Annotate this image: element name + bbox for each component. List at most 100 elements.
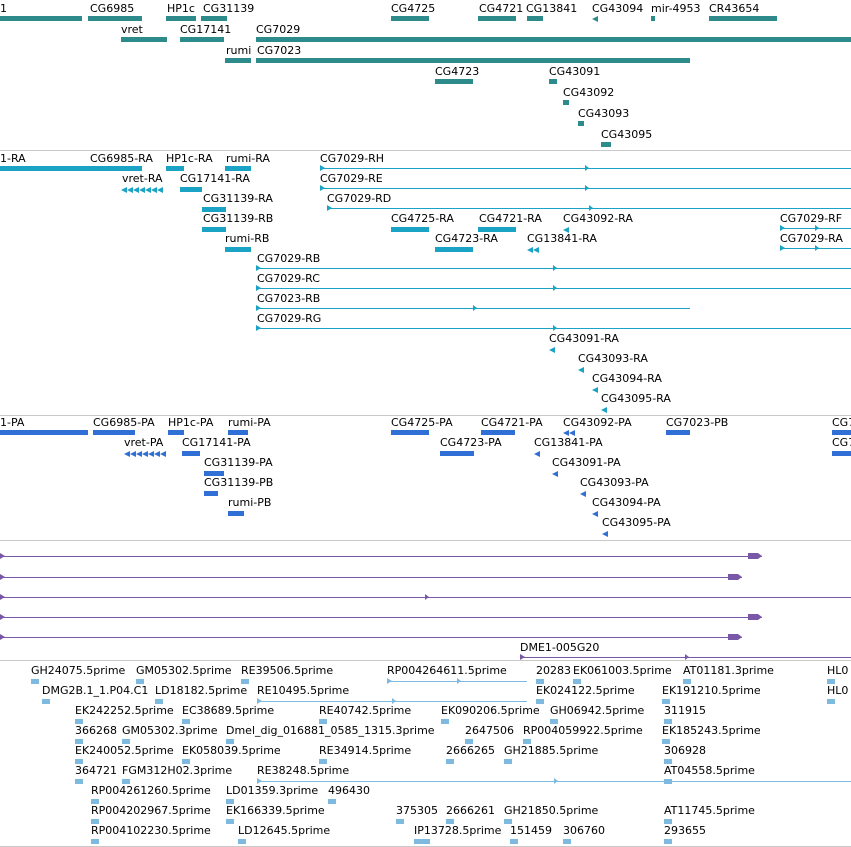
feature-label[interactable]: EK058039.5prime xyxy=(182,744,281,757)
feature-label[interactable]: CG31139-PA xyxy=(204,456,273,469)
feature-label[interactable]: CG13841-PA xyxy=(534,436,603,449)
feature-label[interactable]: DMG2B.1_1.P04.C1 xyxy=(42,684,149,697)
feature-bar[interactable] xyxy=(91,819,99,824)
feature-bar[interactable] xyxy=(204,471,224,476)
feature-label[interactable]: HP1c-PA xyxy=(168,416,214,429)
feature-bar[interactable] xyxy=(465,739,473,744)
feature-bar[interactable] xyxy=(662,699,670,704)
feature-label[interactable]: vret-RA xyxy=(122,172,163,185)
feature-label[interactable]: CG4723-RA xyxy=(435,232,498,245)
feature-label[interactable]: CG43093 xyxy=(578,107,630,120)
feature-label[interactable]: CG6985 xyxy=(90,2,135,15)
feature-bar[interactable] xyxy=(664,839,672,844)
feature-bar[interactable] xyxy=(748,614,758,620)
feature-label[interactable]: CG31139-PB xyxy=(204,476,274,489)
feature-label[interactable]: CG7 xyxy=(832,416,851,429)
feature-label[interactable]: rumi-RA xyxy=(226,152,270,165)
feature-bar[interactable] xyxy=(121,37,167,42)
feature-bar[interactable] xyxy=(563,839,571,844)
feature-label[interactable]: CG4725-RA xyxy=(391,212,454,225)
feature-label[interactable]: RE38248.5prime xyxy=(257,764,350,777)
feature-label[interactable]: 496430 xyxy=(328,784,370,797)
feature-bar[interactable] xyxy=(256,58,690,63)
feature-bar[interactable] xyxy=(122,739,130,744)
feature-label[interactable]: 306760 xyxy=(563,824,605,837)
feature-label[interactable]: EK061003.5prime xyxy=(573,664,672,677)
feature-label[interactable]: rumi-PA xyxy=(228,416,271,429)
feature-label[interactable]: CG7 xyxy=(832,436,851,449)
feature-label[interactable]: CG4723 xyxy=(435,65,480,78)
feature-label[interactable]: 306928 xyxy=(664,744,706,757)
feature-label[interactable]: rumi-RB xyxy=(225,232,270,245)
feature-label[interactable]: CG4721-PA xyxy=(481,416,543,429)
feature-label[interactable]: LD18182.5prime xyxy=(155,684,248,697)
feature-bar[interactable] xyxy=(228,430,248,435)
feature-label[interactable]: EK024122.5prime xyxy=(536,684,635,697)
feature-bar[interactable] xyxy=(563,100,569,105)
feature-bar[interactable] xyxy=(827,679,835,684)
feature-label[interactable]: CG43094-PA xyxy=(592,496,661,509)
feature-bar[interactable] xyxy=(0,16,82,21)
feature-label[interactable]: CG43095-RA xyxy=(601,392,671,405)
feature-bar[interactable] xyxy=(75,719,83,724)
feature-label[interactable]: GH21885.5prime xyxy=(504,744,599,757)
feature-label[interactable]: GM05302.3prime xyxy=(122,724,218,737)
feature-bar[interactable] xyxy=(238,839,246,844)
feature-label[interactable]: Dmel_dig_016881_0585_1315.3prime xyxy=(226,724,435,737)
feature-bar[interactable] xyxy=(435,247,473,252)
feature-bar[interactable] xyxy=(510,839,518,844)
feature-label[interactable]: CG43091-RA xyxy=(549,332,619,345)
feature-label[interactable]: CG7029-RA xyxy=(780,232,843,245)
feature-bar[interactable] xyxy=(536,679,544,684)
feature-bar[interactable] xyxy=(136,679,144,684)
feature-bar[interactable] xyxy=(573,679,581,684)
feature-bar[interactable] xyxy=(319,759,327,764)
feature-label[interactable]: CG4721 xyxy=(479,2,524,15)
feature-label[interactable]: rumi xyxy=(226,44,252,57)
feature-label[interactable]: EK166339.5prime xyxy=(226,804,325,817)
feature-label[interactable]: mir-4953 xyxy=(651,2,701,15)
feature-bar[interactable] xyxy=(256,37,851,42)
feature-bar[interactable] xyxy=(446,759,454,764)
feature-bar[interactable] xyxy=(662,739,670,744)
feature-bar[interactable] xyxy=(88,166,142,171)
feature-bar[interactable] xyxy=(180,37,224,42)
feature-bar[interactable] xyxy=(664,779,672,784)
feature-label[interactable]: CG17141-PA xyxy=(182,436,251,449)
feature-bar[interactable] xyxy=(75,779,83,784)
feature-label[interactable]: EK185243.5prime xyxy=(662,724,761,737)
feature-bar[interactable] xyxy=(202,207,226,212)
feature-label[interactable]: CG43093-RA xyxy=(578,352,648,365)
feature-bar[interactable] xyxy=(226,739,234,744)
feature-label[interactable]: CG7023-PB xyxy=(666,416,729,429)
feature-label[interactable]: CG31139-RB xyxy=(203,212,274,225)
feature-bar[interactable] xyxy=(319,719,327,724)
feature-bar[interactable] xyxy=(182,759,190,764)
feature-label[interactable]: 2666265 xyxy=(446,744,495,757)
feature-label[interactable]: CG7029-RC xyxy=(257,272,320,285)
feature-label[interactable]: CG7029-RF xyxy=(780,212,843,225)
feature-bar[interactable] xyxy=(832,430,851,435)
feature-bar[interactable] xyxy=(201,16,227,21)
feature-bar[interactable] xyxy=(204,491,218,496)
feature-label[interactable]: RE34914.5prime xyxy=(319,744,412,757)
feature-bar[interactable] xyxy=(414,839,430,844)
feature-bar[interactable] xyxy=(225,247,251,252)
feature-label[interactable]: CG43092 xyxy=(563,86,615,99)
feature-bar[interactable] xyxy=(441,719,449,724)
feature-label[interactable]: RP004202967.5prime xyxy=(91,804,211,817)
feature-bar[interactable] xyxy=(225,166,251,171)
feature-bar[interactable] xyxy=(549,79,557,84)
feature-bar[interactable] xyxy=(683,679,691,684)
feature-label[interactable]: RP004059922.5prime xyxy=(523,724,643,737)
feature-bar[interactable] xyxy=(228,511,244,516)
feature-label[interactable]: vret xyxy=(121,23,143,36)
feature-label[interactable]: GM05302.5prime xyxy=(136,664,232,677)
feature-label[interactable]: GH21850.5prime xyxy=(504,804,599,817)
feature-label[interactable]: HL0 xyxy=(827,664,849,677)
feature-label[interactable]: FGM312H02.3prime xyxy=(122,764,233,777)
feature-bar[interactable] xyxy=(396,819,404,824)
feature-bar[interactable] xyxy=(664,719,672,724)
feature-label[interactable]: CG7029-RE xyxy=(320,172,383,185)
feature-label[interactable]: EK240052.5prime xyxy=(75,744,174,757)
